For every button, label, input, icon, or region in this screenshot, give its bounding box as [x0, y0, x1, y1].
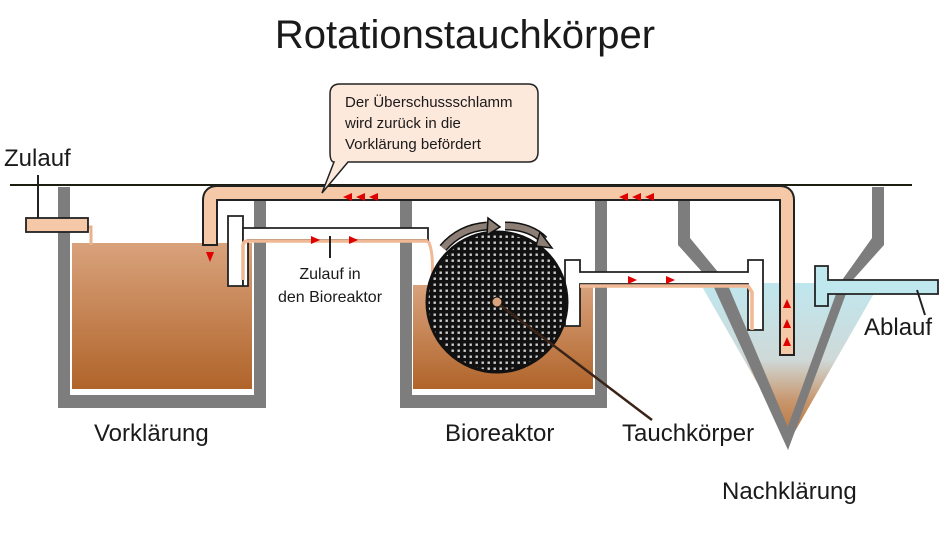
zulauf-inlet-pipe — [25, 175, 93, 245]
flow-arrow — [645, 193, 654, 201]
callout-line-1: Der Überschussschlamm — [345, 93, 513, 111]
flow-arrow — [311, 236, 320, 244]
label-nachklaerung: Nachklärung — [722, 478, 857, 505]
disc-axle — [491, 296, 503, 308]
diagram-title: Rotationstauchkörper — [275, 13, 655, 57]
nachklaerung-wall-right — [784, 187, 884, 450]
label-bioreaktor: Bioreaktor — [445, 420, 554, 447]
flow-arrow — [783, 319, 791, 328]
transfer-pipe-bioreaktor — [227, 215, 434, 287]
flow-arrow — [783, 299, 791, 308]
callout-line-2: wird zurück in die — [344, 115, 461, 132]
flow-arrow — [369, 193, 378, 201]
flow-arrow — [356, 193, 365, 201]
flow-arrow — [349, 236, 358, 244]
label-vorklaerung: Vorklärung — [94, 420, 209, 447]
vorklaerung-sludge — [72, 243, 252, 389]
flow-arrow — [632, 193, 641, 201]
label-zulauf-bioreaktor-2: den Bioreaktor — [278, 289, 383, 306]
label-tauchkoerper: Tauchkörper — [622, 420, 754, 447]
ablauf-outlet-pipe — [814, 265, 939, 316]
flow-arrows — [206, 193, 791, 346]
tauchkoerper-disc — [425, 230, 569, 374]
flow-arrow — [206, 252, 214, 262]
flow-arrow — [666, 276, 675, 284]
rotation-arrows — [439, 216, 554, 252]
callout-bubble: Der Überschussschlamm wird zurück in die… — [321, 83, 539, 194]
transfer-pipe-nachklaerung — [564, 259, 764, 331]
vorklaerung-tank — [58, 187, 266, 408]
flow-arrow — [619, 193, 628, 201]
label-ablauf: Ablauf — [864, 314, 932, 341]
return-sludge-pipe — [202, 185, 795, 356]
callout-line-3: Vorklärung befördert — [345, 136, 482, 153]
flow-arrow — [628, 276, 637, 284]
leader-tauchkoerper — [499, 304, 653, 421]
nachklaerung-wall-left — [678, 187, 792, 450]
label-zulauf-bioreaktor-1: Zulauf in — [299, 266, 360, 283]
flow-arrow — [343, 193, 352, 201]
label-zulauf: Zulauf — [4, 145, 71, 172]
flow-arrow — [783, 337, 791, 346]
